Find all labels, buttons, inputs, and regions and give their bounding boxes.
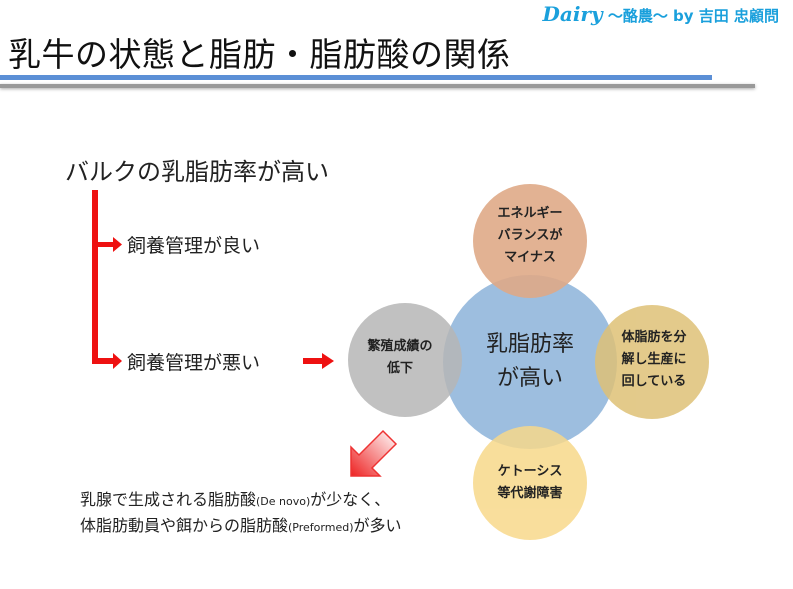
note-line-2: 体脂肪動員や餌からの脂肪酸(Preformed)が多い	[80, 512, 402, 536]
note-term: (Preformed)	[288, 521, 354, 534]
title-underline	[0, 75, 712, 80]
arrow-right-head	[322, 353, 334, 369]
arrow-right-shaft	[303, 358, 323, 364]
label-line: バランスが	[497, 228, 563, 243]
circle-bottom	[473, 426, 587, 540]
circle-right	[595, 305, 709, 419]
brand-logo: Dairy ～酪農～ by 吉田 忠顧問	[543, 2, 779, 26]
title-shadow-line	[0, 84, 755, 88]
down-left-arrow	[350, 429, 398, 477]
circle-top	[473, 184, 587, 298]
label-line: マイナス	[504, 250, 556, 265]
label-line: エネルギー	[497, 206, 563, 221]
brand-logo-text: Dairy	[542, 2, 603, 26]
circle-top-label: エネルギーバランスがマイナス	[497, 203, 562, 269]
bulk-fat-heading: バルクの乳脂肪率が高い	[65, 158, 329, 186]
label-line: 体脂肪を分	[621, 330, 687, 345]
bracket-line	[92, 190, 98, 364]
brand-byline: ～酪農～ by 吉田 忠顧問	[602, 7, 779, 25]
label-line: 乳脂肪率	[485, 332, 575, 357]
circle-bottom-label: ケトーシス等代謝障害	[497, 461, 562, 505]
circle-right-label: 体脂肪を分解し生産に回している	[621, 327, 686, 393]
branch-good-label: 飼養管理が良い	[127, 235, 261, 257]
note-line-1: 乳腺で生成される脂肪酸(De novo)が少なく、	[80, 486, 390, 510]
circle-center-label: 乳脂肪率が高い	[486, 328, 574, 396]
note-text: 乳腺で生成される脂肪酸	[80, 490, 257, 509]
label-line: ケトーシス	[497, 464, 563, 479]
arrow-good-shaft	[92, 242, 114, 247]
label-line: 繁殖成績の	[367, 339, 433, 354]
note-text: 体脂肪動員や餌からの脂肪酸	[80, 516, 289, 535]
note-text: が多い	[353, 516, 402, 535]
label-line: 低下	[386, 361, 414, 376]
arrow-good-head	[113, 237, 122, 252]
label-line: 解し生産に	[621, 352, 687, 367]
arrow-bad-shaft	[92, 358, 114, 364]
note-text: が少なく、	[310, 490, 391, 509]
page-title: 乳牛の状態と脂肪・脂肪酸の関係	[8, 35, 511, 74]
label-line: 等代謝障害	[497, 486, 563, 501]
circle-center	[443, 275, 617, 449]
arrow-bad-head	[113, 353, 122, 369]
label-line: が高い	[496, 366, 564, 391]
label-line: 回している	[621, 374, 687, 389]
branch-bad-label: 飼養管理が悪い	[127, 352, 261, 374]
circle-left-label: 繁殖成績の低下	[367, 336, 432, 380]
circle-left	[348, 303, 462, 417]
bracket-arrows	[92, 190, 334, 369]
note-term: (De novo)	[256, 495, 311, 508]
